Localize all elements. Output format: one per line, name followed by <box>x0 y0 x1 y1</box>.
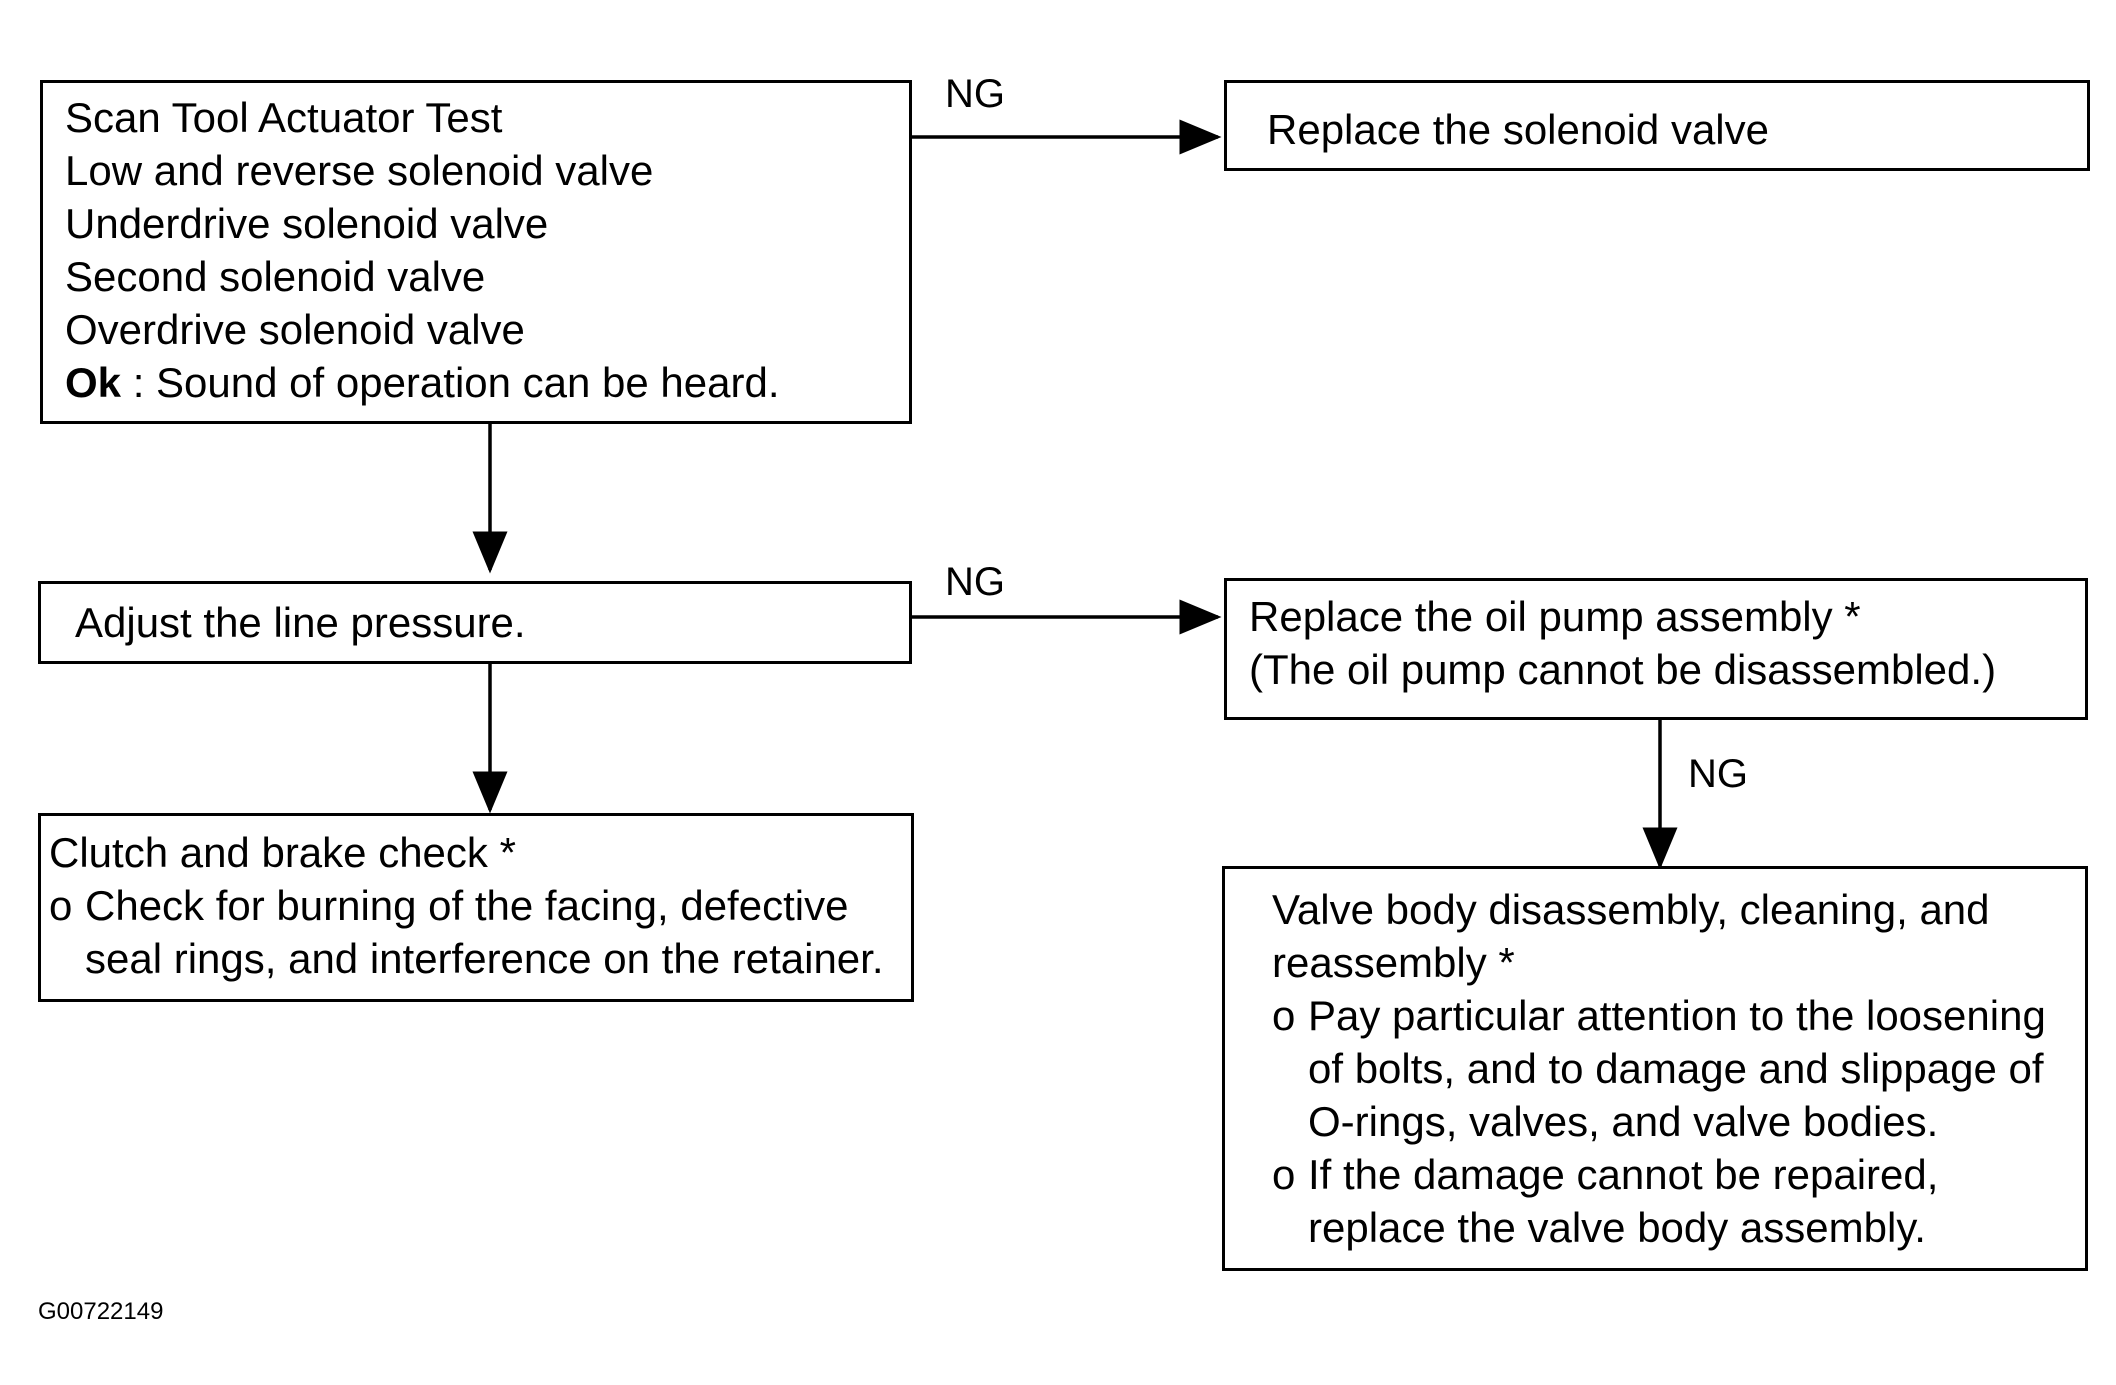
adjust-line-pressure-box: Adjust the line pressure. <box>38 581 912 664</box>
replace-pump-line-1: Replace the oil pump assembly * <box>1249 593 1861 640</box>
scan-test-line-2: Low and reverse solenoid valve <box>65 147 654 194</box>
valve-bullet-1-line-2: of bolts, and to damage and slippage of <box>1308 1045 2044 1092</box>
replace-oil-pump-box: Replace the oil pump assembly * (The oil… <box>1224 578 2088 720</box>
clutch-bullet-line-2: seal rings, and interference on the reta… <box>85 935 884 982</box>
clutch-brake-check-box: Clutch and brake check * o Check for bur… <box>38 813 914 1002</box>
ng-label-solenoid: NG <box>945 72 1005 116</box>
scan-test-line-4: Second solenoid valve <box>65 253 486 300</box>
adjust-pressure-text: Adjust the line pressure. <box>75 599 526 646</box>
valve-bullet-1-line-3: O-rings, valves, and valve bodies. <box>1308 1098 1939 1145</box>
valve-bullet-2-line-1: If the damage cannot be repaired, <box>1308 1151 1939 1198</box>
valve-body-title-line-2: reassembly * <box>1272 939 1515 986</box>
valve-body-box: Valve body disassembly, cleaning, and re… <box>1222 866 2088 1271</box>
valve-body-bullet-2: o If the damage cannot be repaired, repl… <box>1272 1148 2085 1254</box>
valve-body-bullet-1: o Pay particular attention to the loosen… <box>1272 989 2085 1148</box>
clutch-check-bullet: o Check for burning of the facing, defec… <box>49 879 911 985</box>
scan-test-line-5: Overdrive solenoid valve <box>65 306 525 353</box>
replace-solenoid-box: Replace the solenoid valve <box>1224 80 2090 171</box>
valve-bullet-1-line-1: Pay particular attention to the loosenin… <box>1308 992 2046 1039</box>
ok-label: Ok <box>65 359 122 406</box>
bullet-marker: o <box>1272 992 1296 1039</box>
clutch-bullet-line-1: Check for burning of the facing, defecti… <box>85 882 849 929</box>
figure-id: G00722149 <box>38 1298 164 1325</box>
clutch-check-title: Clutch and brake check * <box>49 829 516 876</box>
ok-text: : Sound of operation can be heard. <box>121 359 780 406</box>
scan-test-line-1: Scan Tool Actuator Test <box>65 94 503 141</box>
bullet-marker: o <box>1272 1151 1296 1198</box>
replace-solenoid-text: Replace the solenoid valve <box>1267 106 1769 153</box>
scan-test-line-3: Underdrive solenoid valve <box>65 200 549 247</box>
valve-body-title-line-1: Valve body disassembly, cleaning, and <box>1272 886 1990 933</box>
ng-label-pump: NG <box>1688 752 1748 796</box>
replace-pump-line-2: (The oil pump cannot be disassembled.) <box>1249 646 1997 693</box>
scan-tool-test-box: Scan Tool Actuator Test Low and reverse … <box>40 80 912 424</box>
ng-label-pressure: NG <box>945 560 1005 604</box>
bullet-marker: o <box>49 882 73 929</box>
scan-test-ok-line: Ok : Sound of operation can be heard. <box>65 356 889 409</box>
valve-bullet-2-line-2: replace the valve body assembly. <box>1308 1204 1926 1251</box>
